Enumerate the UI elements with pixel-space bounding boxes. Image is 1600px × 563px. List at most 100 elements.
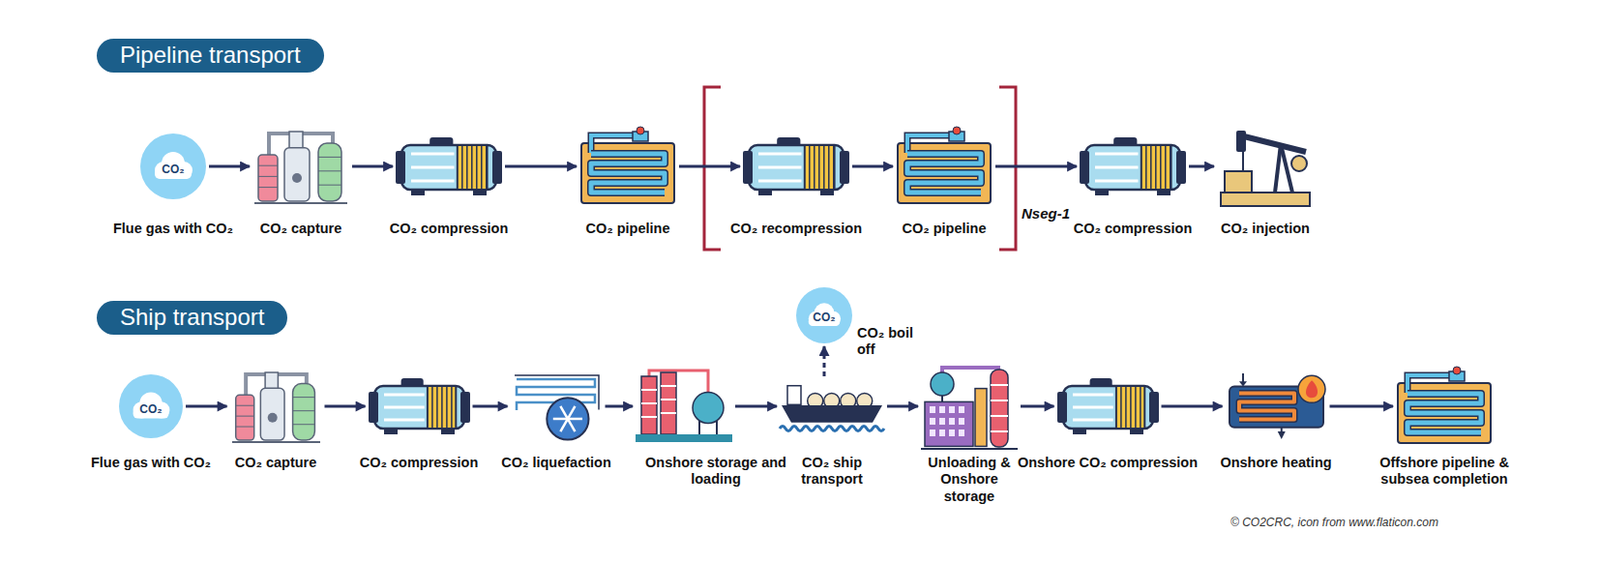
icon-part <box>796 287 853 344</box>
icon-part <box>1305 380 1318 398</box>
icon-part <box>258 165 278 167</box>
icon-part <box>818 146 821 189</box>
step-label: Unloading & Onshore storage <box>920 454 1018 505</box>
icon-part <box>804 145 835 190</box>
icon-part <box>742 150 753 184</box>
step-label: CO₂ ship transport <box>788 454 876 489</box>
co2-ship-icon <box>779 379 885 434</box>
icon-part <box>384 427 398 435</box>
icon-part <box>368 391 379 423</box>
icon-part <box>235 405 254 407</box>
icon-part <box>1145 146 1148 189</box>
icon-part <box>1276 431 1285 440</box>
icon-part <box>1129 386 1132 428</box>
compressor-icon <box>395 136 503 197</box>
icon-part <box>990 384 1008 386</box>
flow-arrow <box>1020 405 1055 409</box>
icon-part <box>384 406 425 410</box>
pipeline: CO₂ pipeline <box>895 127 993 206</box>
co2-ship: CO₂ ship transport <box>779 379 885 434</box>
liquefaction-unit: CO₂ liquefaction <box>510 371 603 442</box>
unloading-terminal-icon <box>920 361 1018 451</box>
icon-part <box>1095 188 1109 196</box>
icon-part <box>907 153 981 193</box>
compressor: CO₂ compression <box>1079 136 1186 197</box>
icon-part <box>975 388 987 447</box>
step-label: CO₂ compression <box>389 220 508 238</box>
compressor-icon <box>368 377 471 436</box>
capture-unit-icon <box>230 368 323 445</box>
unloading-terminal: Unloading & Onshore storage <box>920 361 1018 451</box>
icon-part <box>1141 145 1172 190</box>
icon-part <box>441 386 444 428</box>
heater: Onshore heating <box>1225 373 1328 440</box>
flow-arrow <box>185 405 228 409</box>
icon-part <box>1095 166 1139 170</box>
icon-part <box>952 126 961 135</box>
icon-part <box>758 188 772 196</box>
icon-part <box>374 385 465 429</box>
icon-part <box>473 188 487 196</box>
icon-part <box>1164 146 1167 189</box>
flow-arrow <box>887 405 919 409</box>
icon-part <box>660 372 677 435</box>
icon-part <box>292 396 315 398</box>
icon-part <box>445 386 448 428</box>
row-title: Pipeline transport <box>119 41 301 70</box>
row-heading: Ship transport <box>96 300 288 335</box>
icon-part <box>939 417 946 425</box>
icon-part <box>318 184 342 186</box>
step-label: CO₂ capture <box>235 454 318 472</box>
copyright-note: © CO2CRC, icon from www.flaticon.com <box>1230 515 1439 530</box>
icon-part <box>939 429 946 437</box>
icon-part <box>920 447 1018 450</box>
capture-unit: CO₂ capture <box>230 368 323 445</box>
icon-part <box>260 387 285 441</box>
icon-part <box>1072 406 1114 410</box>
icon-part <box>1239 392 1295 419</box>
icon-part <box>758 152 802 156</box>
icon-part <box>480 146 483 189</box>
icon-part <box>958 417 965 425</box>
icon-part <box>939 406 946 414</box>
step-label: Flue gas with CO₂ <box>90 454 211 472</box>
icon-part <box>411 166 455 170</box>
icon-part <box>748 145 844 190</box>
segment-bracket <box>704 87 721 250</box>
icon-part <box>426 385 455 429</box>
offshore-pipeline-icon <box>1395 367 1493 445</box>
pipeline-icon <box>895 127 993 206</box>
icon-part <box>411 188 425 196</box>
recompressor-icon <box>742 136 850 197</box>
icon-part <box>318 156 342 158</box>
icon-part <box>591 153 665 193</box>
icon-part <box>258 186 278 188</box>
icon-part <box>401 145 497 190</box>
icon-part <box>958 406 965 414</box>
icon-part <box>1134 386 1137 428</box>
step-label: Flue gas with CO₂ <box>113 220 234 238</box>
icon-part <box>636 126 645 135</box>
flow-arrow <box>995 165 1077 169</box>
icon-part <box>907 153 981 193</box>
icon-part <box>1139 386 1142 428</box>
icon-part <box>581 143 675 204</box>
icon-part <box>828 146 830 189</box>
icon-part <box>384 393 425 397</box>
icon-part <box>232 441 321 444</box>
icon-part <box>258 154 278 202</box>
icon-part <box>781 405 883 423</box>
icon-part <box>1176 150 1186 184</box>
icon-part <box>958 429 965 437</box>
icon-part <box>1095 152 1139 156</box>
icon-part <box>897 143 991 204</box>
icon-part <box>475 146 478 189</box>
icon-part <box>546 397 589 440</box>
step-label: CO₂ boil off <box>857 325 925 359</box>
icon-part <box>258 176 278 178</box>
icon-part <box>591 153 665 193</box>
cloud-text: CO₂ <box>812 310 835 325</box>
icon-part <box>929 406 936 414</box>
